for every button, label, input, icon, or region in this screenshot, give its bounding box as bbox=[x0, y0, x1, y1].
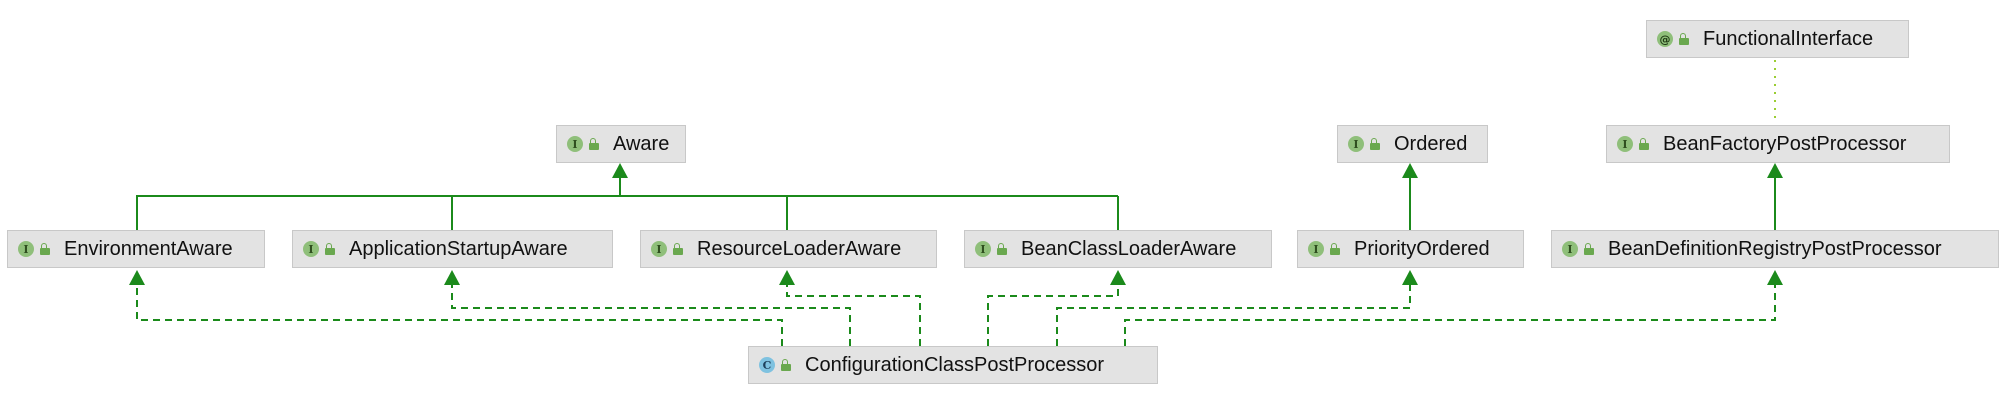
node-label: ConfigurationClassPostProcessor bbox=[805, 353, 1105, 376]
node-configuration-class-post-processor[interactable]: C ConfigurationClassPostProcessor bbox=[748, 346, 1158, 384]
annotation-icon: @ bbox=[1657, 31, 1673, 47]
node-bean-factory-post-processor[interactable]: I BeanFactoryPostProcessor bbox=[1606, 125, 1950, 163]
public-lock-icon bbox=[40, 243, 50, 255]
interface-icon: I bbox=[18, 241, 34, 257]
public-lock-icon bbox=[1639, 138, 1649, 150]
public-lock-icon bbox=[1330, 243, 1340, 255]
arrowhead-priorityordered bbox=[1402, 270, 1418, 285]
interface-icon: I bbox=[1562, 241, 1578, 257]
interface-icon: I bbox=[567, 136, 583, 152]
arrowhead-aware bbox=[612, 163, 628, 178]
arrowhead-ordered bbox=[1402, 163, 1418, 178]
node-resource-loader-aware[interactable]: I ResourceLoaderAware bbox=[640, 230, 937, 268]
arrowhead-environmentaware bbox=[129, 270, 145, 285]
interface-icon: I bbox=[651, 241, 667, 257]
node-bean-class-loader-aware[interactable]: I BeanClassLoaderAware bbox=[964, 230, 1272, 268]
public-lock-icon bbox=[781, 359, 791, 371]
edge-environmentaware-to-aware bbox=[136, 195, 1118, 230]
edge-ccpp-to-bdrpp bbox=[1124, 285, 1776, 346]
interface-icon: I bbox=[1617, 136, 1633, 152]
node-application-startup-aware[interactable]: I ApplicationStartupAware bbox=[292, 230, 613, 268]
arrowhead-bfpp bbox=[1767, 163, 1783, 178]
node-label: BeanDefinitionRegistryPostProcessor bbox=[1608, 237, 1942, 260]
public-lock-icon bbox=[1370, 138, 1380, 150]
interface-icon: I bbox=[975, 241, 991, 257]
class-icon: C bbox=[759, 357, 775, 373]
node-label: Ordered bbox=[1394, 132, 1468, 155]
interface-icon: I bbox=[303, 241, 319, 257]
arrowhead-applicationstartupaware bbox=[444, 270, 460, 285]
edge-ccpp-to-beanclassloaderaware bbox=[987, 285, 1119, 346]
node-label: EnvironmentAware bbox=[64, 237, 233, 260]
node-aware[interactable]: I Aware bbox=[556, 125, 686, 163]
interface-icon: I bbox=[1308, 241, 1324, 257]
arrowhead-bdrpp bbox=[1767, 270, 1783, 285]
node-label: BeanFactoryPostProcessor bbox=[1663, 132, 1907, 155]
public-lock-icon bbox=[325, 243, 335, 255]
public-lock-icon bbox=[673, 243, 683, 255]
public-lock-icon bbox=[1679, 33, 1689, 45]
node-label: Aware bbox=[613, 132, 670, 155]
node-label: ResourceLoaderAware bbox=[697, 237, 902, 260]
node-priority-ordered[interactable]: I PriorityOrdered bbox=[1297, 230, 1524, 268]
node-environment-aware[interactable]: I EnvironmentAware bbox=[7, 230, 265, 268]
node-ordered[interactable]: I Ordered bbox=[1337, 125, 1488, 163]
edge-ccpp-to-resourceloaderaware bbox=[786, 285, 921, 346]
node-label: ApplicationStartupAware bbox=[349, 237, 568, 260]
edge-ccpp-to-priorityordered bbox=[1056, 285, 1411, 346]
node-label: PriorityOrdered bbox=[1354, 237, 1490, 260]
public-lock-icon bbox=[589, 138, 599, 150]
public-lock-icon bbox=[997, 243, 1007, 255]
public-lock-icon bbox=[1584, 243, 1594, 255]
interface-icon: I bbox=[1348, 136, 1364, 152]
arrowhead-resourceloaderaware bbox=[779, 270, 795, 285]
edge-ccpp-to-applicationstartupaware bbox=[451, 285, 851, 346]
arrowhead-beanclassloaderaware bbox=[1110, 270, 1126, 285]
edge-ccpp-to-environmentaware bbox=[136, 285, 783, 346]
node-label: BeanClassLoaderAware bbox=[1021, 237, 1237, 260]
node-functional-interface[interactable]: @ FunctionalInterface bbox=[1646, 20, 1909, 58]
node-bean-definition-registry-post-processor[interactable]: I BeanDefinitionRegistryPostProcessor bbox=[1551, 230, 1999, 268]
node-label: FunctionalInterface bbox=[1703, 27, 1874, 50]
